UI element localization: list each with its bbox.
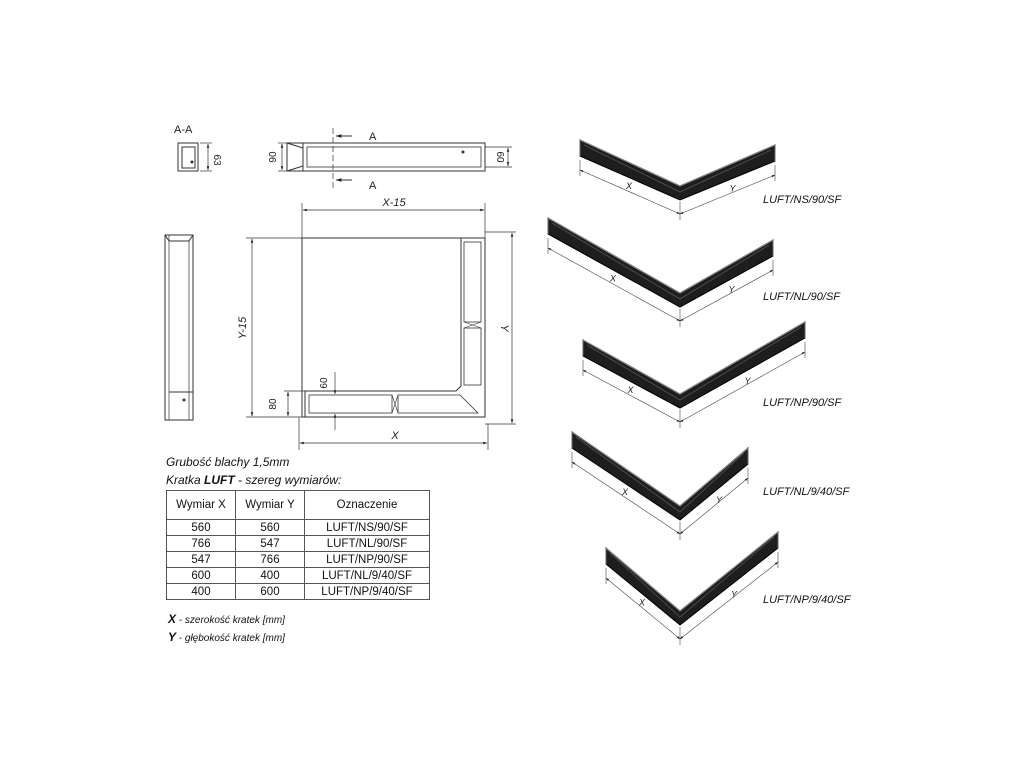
cell-y: 547: [235, 535, 305, 552]
cell-y: 400: [235, 567, 305, 584]
dim-y-label: Y: [716, 495, 723, 505]
dim-line-x: [605, 577, 681, 640]
grille-frame: [582, 321, 806, 395]
dim-x-label: X: [625, 181, 633, 191]
dim-line-x: [547, 247, 681, 322]
legend-x: X - szerokość kratek [mm]: [168, 612, 285, 626]
grille-body: [582, 321, 806, 409]
grille-frame: [547, 217, 774, 294]
dim-x: X: [390, 430, 399, 442]
dim-60-plan: 60: [319, 377, 330, 389]
cell-y: 600: [235, 583, 305, 600]
product-label: LUFT/NP/9/40/SF: [763, 594, 852, 606]
section-a-a: A-A 63: [174, 124, 222, 172]
cell-x: 766: [166, 535, 236, 552]
header-wymiar-x: Wymiar X: [166, 490, 236, 520]
series-name: LUFT: [204, 473, 235, 487]
dim-line-x: [579, 169, 681, 215]
grille-body: [547, 217, 774, 308]
legend-y-text: - głębokość kratek [mm]: [176, 633, 285, 644]
dim-line-x: [582, 369, 681, 423]
dim-y-label: Y: [745, 376, 752, 386]
series-note: Kratka LUFT - szereg wymiarów:: [166, 473, 341, 487]
cell-x: 547: [166, 551, 236, 568]
dim-y-label: Y: [729, 285, 736, 295]
product-label: LUFT/NS/90/SF: [763, 194, 843, 206]
product-label: LUFT/NL/9/40/SF: [763, 486, 850, 498]
cell-code: LUFT/NL/9/40/SF: [304, 567, 430, 584]
side-elevation: [164, 234, 194, 421]
cell-code: LUFT/NP/90/SF: [304, 551, 430, 568]
grille-body: [605, 530, 779, 626]
cell-code: LUFT/NS/90/SF: [304, 519, 430, 536]
cell-x: 600: [166, 567, 236, 584]
dim-line-y: [679, 269, 774, 322]
cell-y: 560: [235, 519, 305, 536]
grille-body: [571, 431, 749, 521]
series-prefix: Kratka: [166, 473, 205, 487]
plan-view: X-15 Y-15 Y X 80 60: [237, 197, 516, 450]
section-label: A-A: [174, 124, 193, 136]
cell-y: 766: [235, 551, 305, 568]
header-oznaczenie: Oznaczenie: [304, 490, 430, 520]
dim-line-x: [571, 461, 681, 535]
legend-x-symbol: X: [168, 612, 177, 626]
product-label: LUFT/NL/90/SF: [763, 291, 841, 303]
cell-code: LUFT/NP/9/40/SF: [304, 583, 430, 600]
legend-y-symbol: Y: [168, 630, 177, 644]
dim-x-label: X: [609, 274, 617, 284]
cell-x: 400: [166, 583, 236, 600]
dim-x-label: X: [638, 598, 646, 608]
dim-y-label: Y: [731, 590, 738, 600]
cell-x: 560: [166, 519, 236, 536]
dim-y-label: Y: [730, 184, 737, 194]
dim-60: 60: [494, 151, 505, 163]
product-drawings: X Y LUFT/NS/90/SF X Y LUFT/NL/90/SF X Y LUFT/NP/…: [547, 139, 852, 645]
product-label: LUFT/NP/90/SF: [763, 397, 843, 409]
dim-y15: Y-15: [237, 316, 249, 339]
dim-x15: X-15: [381, 197, 406, 209]
dim-63: 63: [211, 154, 222, 166]
dim-line-y: [679, 477, 749, 535]
cut-a-top: A: [369, 131, 377, 143]
top-strip-view: A A 90 60: [268, 128, 512, 192]
legend-x-text: - szerokość kratek [mm]: [176, 615, 285, 626]
dim-90: 90: [268, 151, 279, 163]
series-suffix: - szereg wymiarów:: [234, 473, 342, 487]
dim-line-y: [679, 351, 806, 423]
table-header-row: Wymiar X Wymiar Y Oznaczenie: [166, 490, 430, 520]
dim-line-y: [679, 561, 779, 640]
dim-y: Y: [498, 324, 510, 332]
dim-x-label: X: [621, 487, 629, 497]
dim-x-label: X: [627, 385, 635, 395]
cell-code: LUFT/NL/90/SF: [304, 535, 430, 552]
legend-y: Y - głębokość kratek [mm]: [168, 630, 285, 644]
dim-80: 80: [268, 398, 279, 410]
thickness-note: Grubość blachy 1,5mm: [166, 455, 290, 469]
dim-line-y: [679, 174, 776, 215]
header-wymiar-y: Wymiar Y: [235, 490, 305, 520]
cut-a-bottom: A: [369, 180, 377, 192]
